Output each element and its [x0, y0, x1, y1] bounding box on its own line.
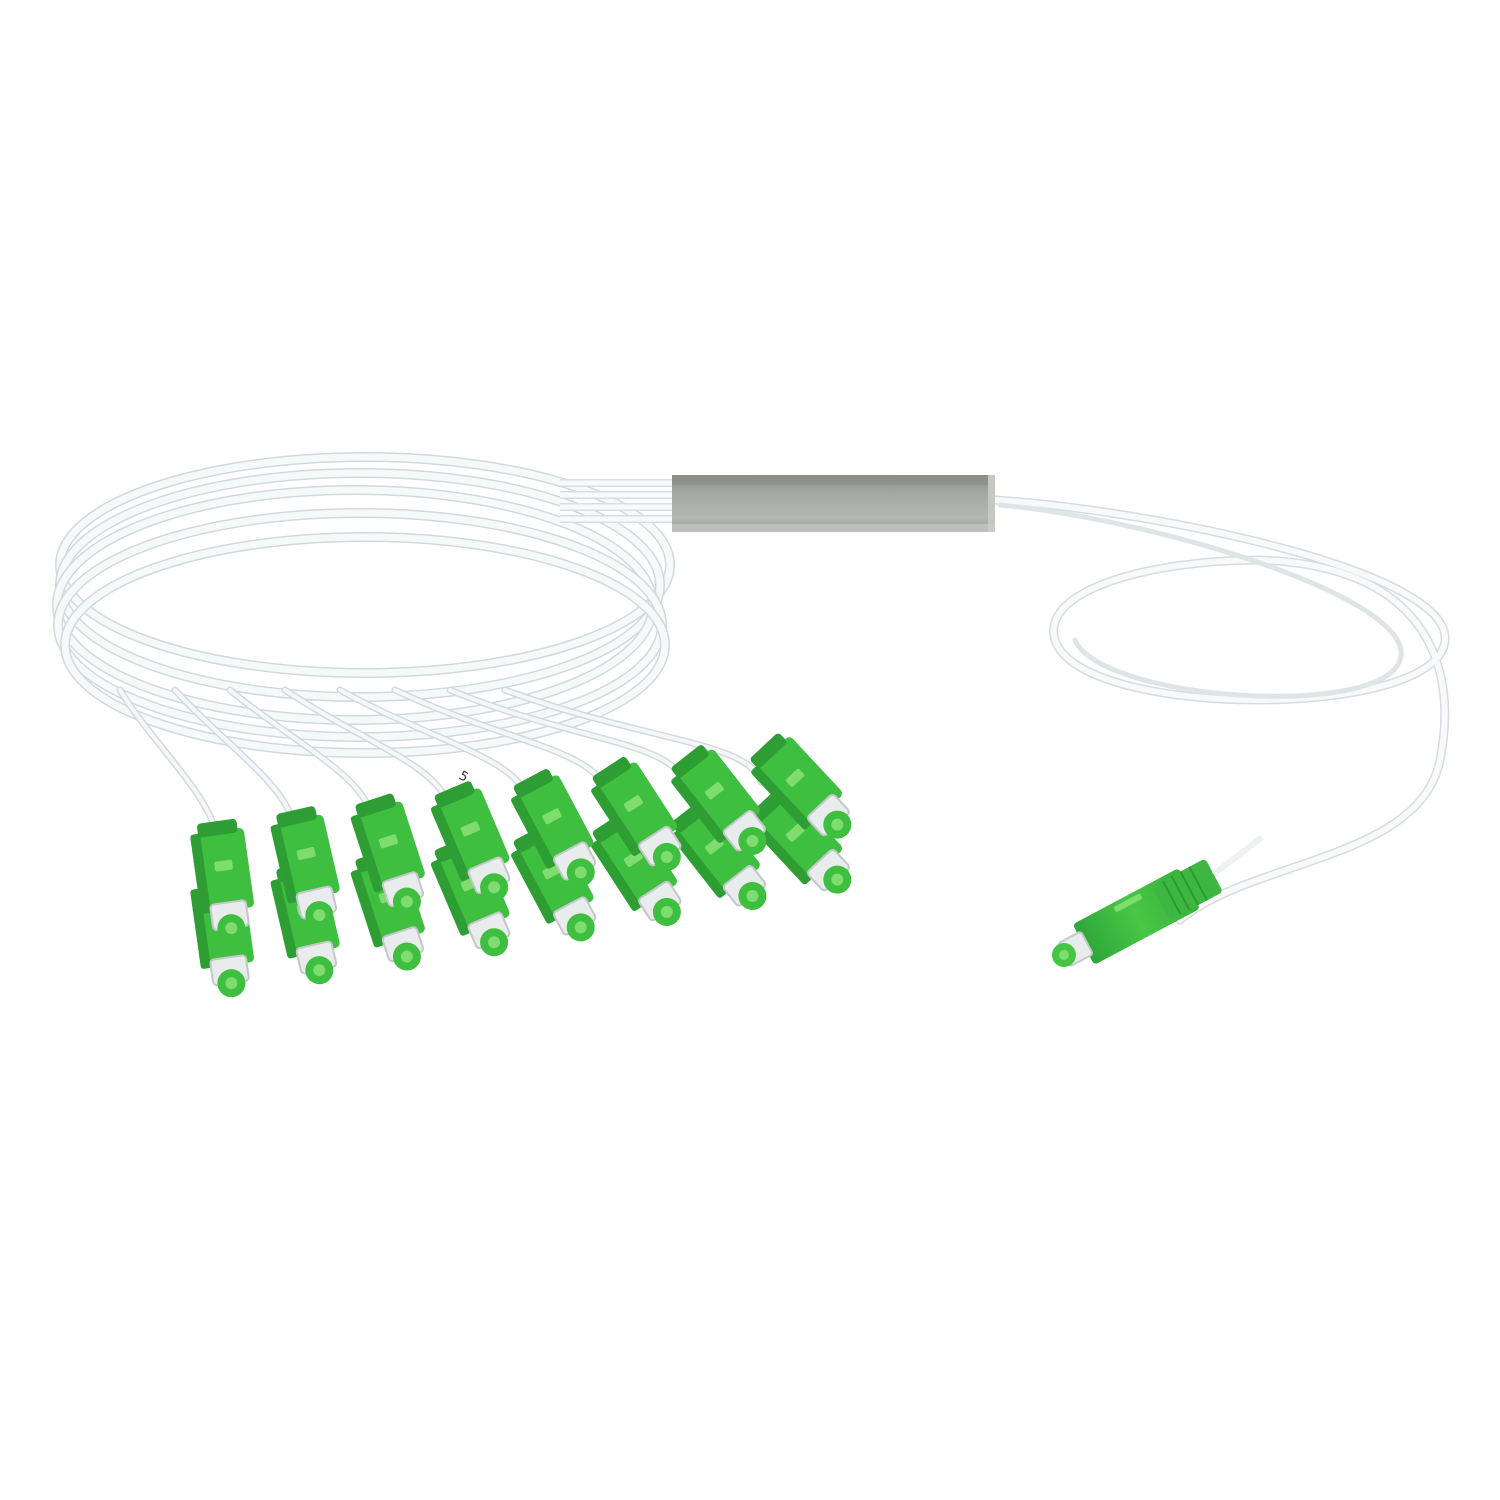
sc-connector — [750, 788, 852, 894]
input-connector — [1051, 834, 1264, 967]
connector-boot — [276, 806, 317, 828]
ferrule-tip — [313, 964, 326, 977]
connector-shade — [190, 833, 211, 914]
connector-boot — [434, 781, 475, 808]
connector-latch — [623, 795, 643, 812]
sc-connector — [430, 781, 511, 902]
fiber — [228, 688, 373, 816]
ferrule-tip — [400, 950, 413, 963]
ferrule-tip — [574, 921, 587, 934]
connector-boot — [671, 745, 709, 778]
connector-latch — [785, 768, 805, 787]
connector-latch — [542, 808, 562, 825]
fiber — [173, 688, 295, 824]
connector-shade — [430, 805, 470, 881]
ferrule-tip — [313, 909, 326, 922]
ferrule-tip — [488, 936, 501, 949]
connector-latch — [623, 850, 643, 867]
fiber — [503, 688, 763, 784]
sc-connector — [750, 733, 852, 839]
connector-shade — [511, 795, 556, 869]
connector-shade — [270, 879, 298, 959]
ferrule-tip — [660, 850, 673, 863]
input-cable — [990, 495, 1450, 925]
connector-latch — [296, 847, 316, 861]
sc-connector — [270, 806, 340, 930]
sc-connector — [591, 757, 682, 871]
connector-shade — [591, 785, 641, 856]
connector-latch — [378, 834, 398, 849]
ferrule-tip — [225, 977, 238, 990]
ferrule-tip — [488, 881, 501, 894]
ferrule-tip — [400, 895, 413, 908]
fiber — [118, 688, 217, 832]
connector-shade — [671, 831, 726, 898]
connector-shade — [591, 840, 641, 911]
connector-boot — [513, 769, 553, 798]
connector-latch — [705, 782, 724, 800]
connector-shade — [751, 766, 811, 830]
sc-connector — [671, 745, 767, 855]
connector-shade — [270, 824, 298, 904]
ferrule-tip — [746, 889, 759, 902]
connector-boot — [750, 733, 787, 768]
ferrule-tip — [225, 922, 238, 935]
connector-latch — [785, 823, 805, 842]
connector-boot — [355, 793, 396, 818]
connector-shade — [350, 869, 384, 948]
connector-shade — [350, 814, 384, 893]
connector-boot — [197, 818, 238, 838]
sc-connector — [591, 812, 682, 926]
connector-latch — [214, 859, 233, 872]
connector-latch — [460, 821, 480, 837]
ferrule-tip — [574, 866, 587, 879]
ferrule-tip — [746, 834, 759, 847]
ferrule-tip — [660, 905, 673, 918]
splitter-housing — [672, 475, 995, 532]
connector-shade — [190, 888, 211, 969]
connector-shade — [511, 850, 556, 924]
sc-connector — [350, 793, 425, 916]
connector-shade — [671, 776, 726, 843]
connector-shade — [430, 860, 470, 936]
ferrule-tip — [831, 873, 844, 886]
sc-connector — [511, 769, 597, 887]
fiber — [283, 688, 451, 808]
sc-connector — [190, 818, 254, 943]
connector-shade — [751, 821, 811, 885]
output-connectors — [190, 733, 852, 998]
sc-connector — [671, 800, 767, 910]
connector-boot — [592, 757, 631, 788]
ferrule-tip — [831, 818, 844, 831]
